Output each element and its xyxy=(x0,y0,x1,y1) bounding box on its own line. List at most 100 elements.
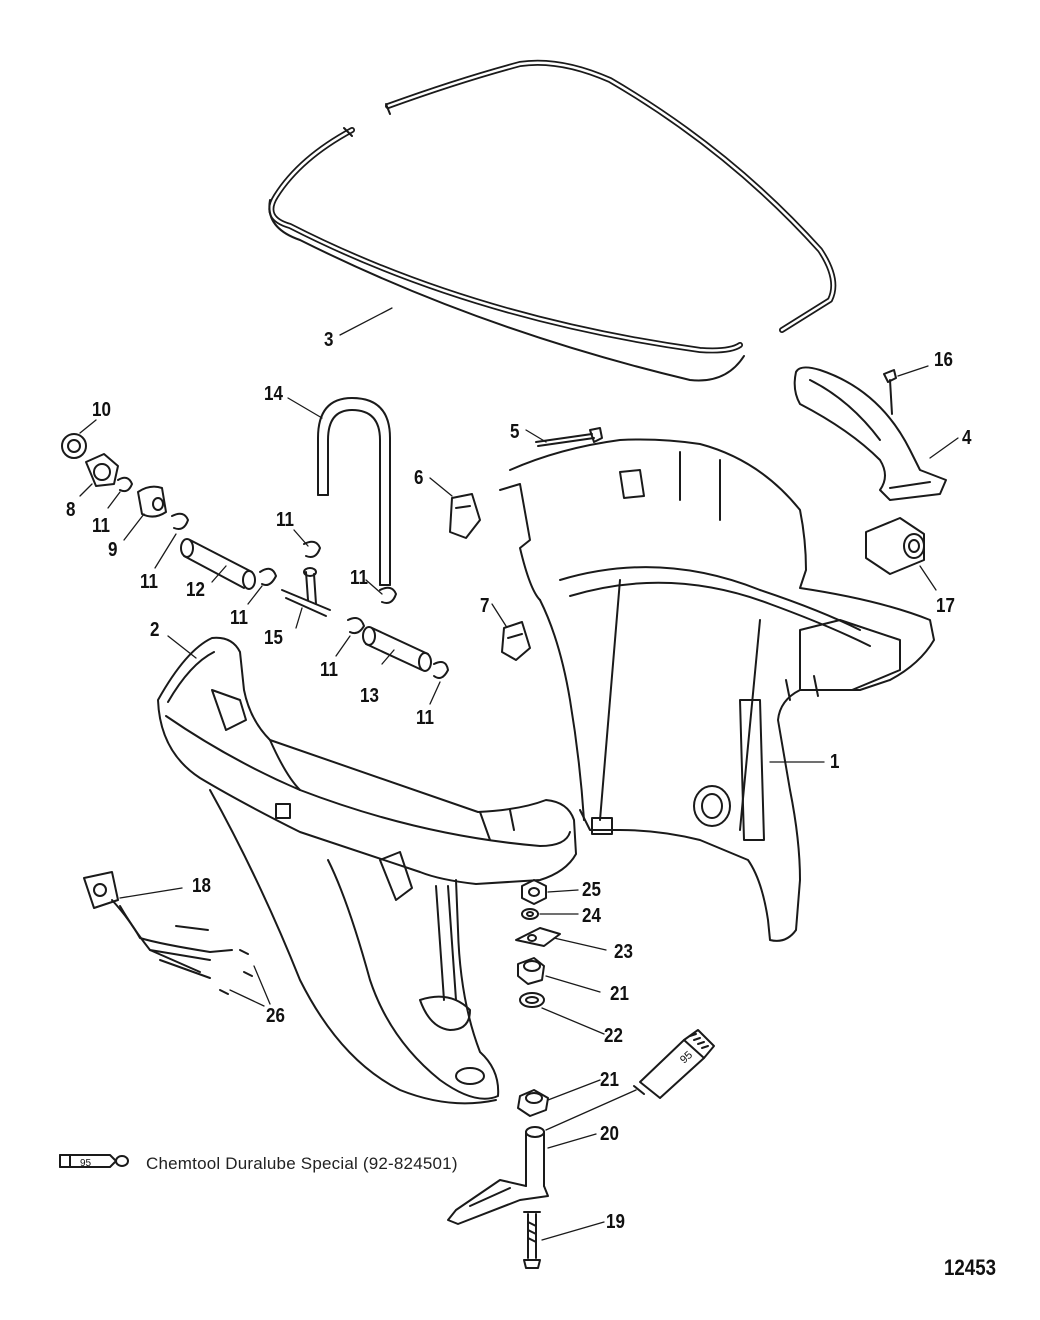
callout-21-a: 21 xyxy=(610,983,629,1005)
callout-3: 3 xyxy=(324,329,334,351)
leader-2 xyxy=(167,635,197,659)
leader-16 xyxy=(897,365,929,377)
leader-13 xyxy=(381,649,395,665)
leader-8 xyxy=(79,483,93,497)
lower-cowl-part-2 xyxy=(157,636,577,1105)
leader-26a xyxy=(229,989,265,1007)
grommet-part-21-lower xyxy=(517,1089,549,1117)
top-seal-part xyxy=(268,59,837,382)
leader-9 xyxy=(123,513,145,541)
grommet-part-21 xyxy=(517,957,545,985)
callout-15: 15 xyxy=(264,627,283,649)
leader-11f xyxy=(335,635,351,657)
callout-7: 7 xyxy=(480,595,490,617)
bracket-part-4 xyxy=(793,366,947,501)
callout-21-b: 21 xyxy=(600,1069,619,1091)
leader-11b xyxy=(154,533,177,569)
callout-25: 25 xyxy=(582,879,601,901)
leader-12 xyxy=(211,565,227,583)
washer-part-24 xyxy=(521,908,539,920)
leader-3 xyxy=(339,307,393,336)
shift-lever-part-20 xyxy=(447,1126,549,1225)
leader-11a xyxy=(107,491,121,509)
leader-4 xyxy=(929,437,959,459)
fitting-part-8 xyxy=(85,453,119,487)
legend-text: Chemtool Duralube Special (92-824501) xyxy=(146,1154,458,1173)
callout-19: 19 xyxy=(606,1211,625,1233)
grommet-part-10 xyxy=(61,433,87,459)
callout-26: 26 xyxy=(266,1005,285,1027)
leader-26b xyxy=(253,965,271,1005)
u-hose-part xyxy=(317,397,391,586)
callout-9: 9 xyxy=(108,539,118,561)
clamp-part-11a xyxy=(117,476,133,493)
callout-8: 8 xyxy=(66,499,76,521)
tee-fitting-part-15 xyxy=(281,567,331,617)
leader-7 xyxy=(491,603,507,627)
callout-20: 20 xyxy=(600,1123,619,1145)
clamp-part-11b xyxy=(171,512,189,530)
callout-11-g: 11 xyxy=(416,707,434,729)
clamp-part-11c xyxy=(259,567,277,586)
leader-14 xyxy=(287,397,323,419)
callout-18: 18 xyxy=(192,875,211,897)
applicator-tube xyxy=(633,1029,715,1099)
callout-11-f: 11 xyxy=(320,659,338,681)
leader-20 xyxy=(547,1133,597,1149)
leader-15 xyxy=(295,607,303,629)
applicator-tube-number: 95 xyxy=(678,1049,695,1066)
bolt-part-19 xyxy=(523,1211,541,1269)
clamp-part-11e xyxy=(379,586,397,604)
legend-tube-number: 95 xyxy=(80,1158,92,1169)
clip-part-7 xyxy=(501,621,531,661)
leader-21a xyxy=(545,975,601,993)
latch-part-17 xyxy=(865,517,925,575)
harness-part-18 xyxy=(83,871,233,979)
washer-part-22 xyxy=(519,992,545,1008)
terminals-part-26 xyxy=(219,949,253,995)
leader-21b xyxy=(547,1079,601,1101)
callout-16: 16 xyxy=(934,349,953,371)
nut-part-25 xyxy=(521,879,547,905)
callout-11-a: 11 xyxy=(92,515,110,537)
callout-17: 17 xyxy=(936,595,955,617)
fitting-part-9 xyxy=(137,485,167,518)
callout-12: 12 xyxy=(186,579,205,601)
callout-1: 1 xyxy=(830,751,840,773)
callout-11-c: 11 xyxy=(230,607,248,629)
leader-25 xyxy=(547,889,579,893)
callout-14: 14 xyxy=(264,383,283,405)
leader-11c xyxy=(247,585,263,605)
leader-11g xyxy=(429,681,441,705)
callout-5: 5 xyxy=(510,421,520,443)
callout-6: 6 xyxy=(414,467,424,489)
callout-13: 13 xyxy=(360,685,379,707)
callout-2: 2 xyxy=(150,619,160,641)
clip-part-6 xyxy=(449,493,481,539)
lower-cowl-part-1 xyxy=(499,438,935,942)
leader-5 xyxy=(525,429,547,443)
leader-10 xyxy=(79,419,97,434)
legend-tube-icon xyxy=(59,1154,129,1168)
callout-23: 23 xyxy=(614,941,633,963)
leader-applicator xyxy=(545,1089,637,1131)
callout-11-e: 11 xyxy=(350,567,368,589)
leader-23 xyxy=(553,937,607,951)
leader-11e xyxy=(365,579,383,595)
clamp-part-11d xyxy=(303,540,321,558)
leader-17 xyxy=(919,565,937,591)
hose-part-13 xyxy=(362,626,432,672)
lubricant-legend: Chemtool Duralube Special (92-824501) xyxy=(60,1152,458,1176)
leader-22 xyxy=(541,1007,605,1035)
plate-part-23 xyxy=(515,927,561,947)
clamp-part-11f xyxy=(347,617,365,635)
leader-6 xyxy=(429,477,453,497)
screw-part-5 xyxy=(535,427,603,447)
clamp-part-11g xyxy=(433,661,449,679)
screw-part-16 xyxy=(883,369,897,415)
callout-10: 10 xyxy=(92,399,111,421)
callout-4: 4 xyxy=(962,427,972,449)
callout-11-d: 11 xyxy=(276,509,294,531)
leader-18 xyxy=(119,887,183,899)
